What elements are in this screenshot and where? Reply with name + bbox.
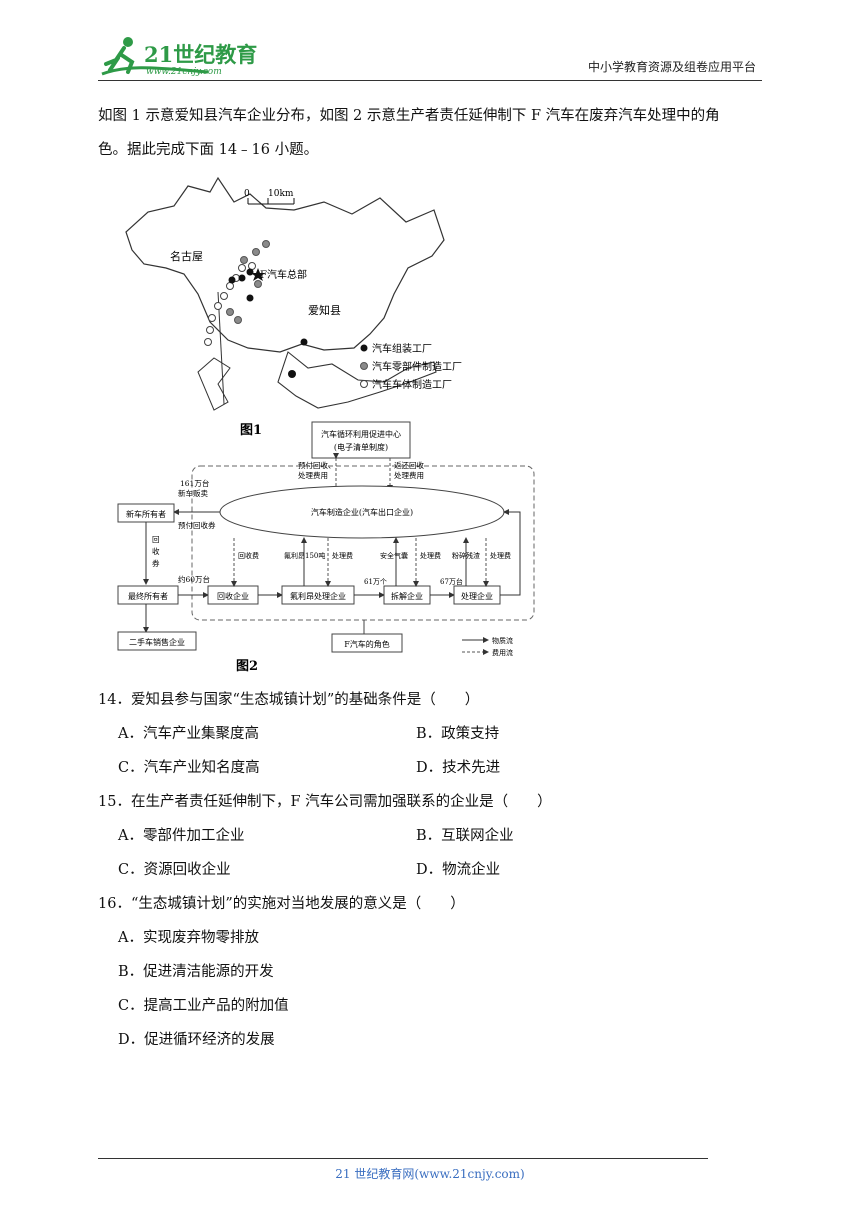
n-67: 67万台 <box>440 577 463 586</box>
v-fee1: 处理费 <box>332 551 353 560</box>
label-hq: F汽车总部 <box>260 268 307 281</box>
figure-1-label: 图1 <box>240 423 262 438</box>
ellipse-label: 汽车制造企业(汽车出口企业) <box>311 507 413 517</box>
footer-divider <box>98 1158 708 1159</box>
used-car-company: 二手车销售企业 <box>129 637 185 647</box>
v-recycle-fee: 回收费 <box>238 551 259 560</box>
q15-option-c: C．资源回收企业 <box>118 862 231 878</box>
q14-option-d: D．技术先进 <box>416 760 501 776</box>
legend-assembly: 汽车组装工厂 <box>372 342 432 355</box>
footer-link[interactable]: 21 世纪教育网(www.21cnjy.com) <box>335 1167 525 1181</box>
v-fee3: 处理费 <box>490 551 511 560</box>
legend-body: 汽车车体制造工厂 <box>372 378 452 391</box>
dismantle-company: 拆解企业 <box>391 591 423 601</box>
page-header: 21世纪教育 www.21cnjy.com 中小学教育资源及组卷应用平台 <box>98 30 762 81</box>
return-line2: 处理费用 <box>394 470 424 480</box>
factory-markers <box>204 240 308 378</box>
map-peninsula <box>277 351 437 409</box>
prepay-coupon: 预付回收券 <box>178 520 216 530</box>
approx-60: 约60万台 <box>178 574 210 584</box>
question-14: 14．爱知县参与国家“生态城镇计划”的基础条件是（ ） <box>98 692 480 708</box>
platform-name: 中小学教育资源及组卷应用平台 <box>587 60 756 74</box>
label-aichi: 爱知县 <box>308 303 341 317</box>
scale-zero: 0 <box>244 189 250 199</box>
sales-line2: 新车贩卖 <box>178 488 208 498</box>
q16-option-c: C．提高工业产品的附加值 <box>118 998 289 1014</box>
figure-2-label: 图2 <box>236 659 258 674</box>
intro-line-2: 色。据此完成下面 14﹣16 小题。 <box>98 142 319 158</box>
new-owner: 新车所有者 <box>126 509 166 519</box>
legend-material: 物质流 <box>492 636 513 645</box>
map-legend: 汽车组装工厂 汽车零部件制造工厂 汽车车体制造工厂 <box>360 342 462 391</box>
site-logo: 21世纪教育 www.21cnjy.com <box>101 37 257 77</box>
center-line2: (电子清单制度) <box>334 442 388 452</box>
coupon-1: 回 <box>152 535 160 544</box>
recycle-company: 回收企业 <box>217 591 249 601</box>
q16-option-b: B．促进清洁能源的开发 <box>118 964 274 980</box>
label-nagoya: 名古屋 <box>170 249 203 263</box>
hq-star-icon <box>251 268 265 281</box>
prepay-line1: 预付回收、 <box>298 460 336 470</box>
coupon-3: 券 <box>152 558 160 568</box>
question-16: 16．“生态城镇计划”的实施对当地发展的意义是（ ） <box>98 896 465 912</box>
q16-option-d: D．促进循环经济的发展 <box>118 1032 275 1048</box>
q16-option-a: A．实现废弃物零排放 <box>118 930 259 946</box>
center-line1: 汽车循环利用促进中心 <box>321 429 401 439</box>
logo-text: 21世纪教育 <box>144 42 257 67</box>
prepay-line2: 处理费用 <box>298 470 328 480</box>
scale-end: 10km <box>268 189 294 199</box>
legend-cost: 费用流 <box>492 648 513 657</box>
n-61: 61万个 <box>364 578 387 586</box>
q15-option-a: A．零部件加工企业 <box>118 828 245 844</box>
q14-option-b: B．政策支持 <box>416 726 500 742</box>
legend-parts: 汽车零部件制造工厂 <box>372 360 462 373</box>
v-freon150: 氟利昂150吨 <box>284 551 325 560</box>
v-shred: 粉碎残渣 <box>452 551 480 560</box>
q14-option-c: C．汽车产业知名度高 <box>118 760 260 776</box>
figure-2-diagram: 汽车循环利用促进中心 (电子清单制度) 预付回收、 处理费用 返还回收 处理费用… <box>117 421 535 674</box>
figure-1-map: 0 10km 名古屋 F汽车总部 爱知县 汽车组装工厂 汽车零部件制造工厂 汽车… <box>125 176 462 438</box>
return-line1: 返还回收 <box>394 460 424 470</box>
coupon-2: 收 <box>152 546 160 556</box>
f-role: F汽车的角色 <box>344 639 390 649</box>
q15-option-b: B．互联网企业 <box>416 828 514 844</box>
map-outline <box>125 176 445 353</box>
q14-option-a: A．汽车产业集聚度高 <box>118 726 259 742</box>
q15-option-d: D．物流企业 <box>416 862 501 878</box>
sales-line1: 161万台 <box>180 478 209 488</box>
question-15: 15．在生产者责任延伸制下，F 汽车公司需加强联系的企业是（ ） <box>98 794 552 810</box>
v-fee2: 处理费 <box>420 551 441 560</box>
v-airbag: 安全气囊 <box>380 551 408 560</box>
map-coast <box>197 357 231 411</box>
process-company: 处理企业 <box>461 591 493 601</box>
freon-company: 氟利昂处理企业 <box>290 591 346 601</box>
logo-url: www.21cnjy.com <box>146 67 222 77</box>
final-owner: 最终所有者 <box>128 591 168 601</box>
intro-line-1: 如图 1 示意爱知县汽车企业分布，如图 2 示意生产者责任延伸制下 F 汽车在废… <box>98 108 720 124</box>
